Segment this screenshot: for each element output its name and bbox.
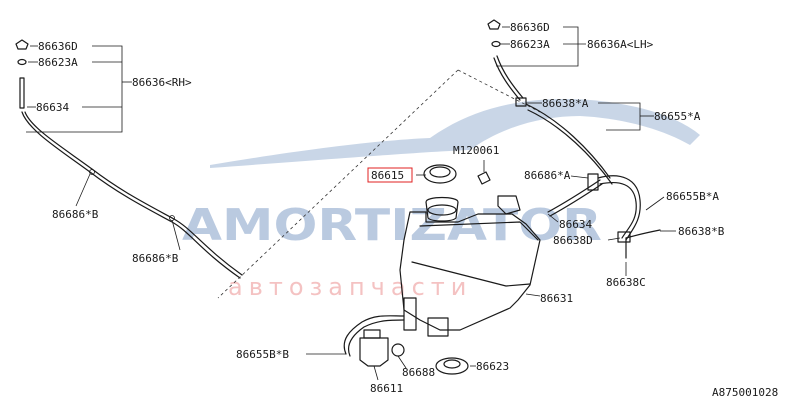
rh-nozzle-cap [15, 39, 29, 50]
watermark-car-silhouette [210, 99, 700, 168]
tank-foot [427, 317, 449, 337]
lh-leaders [496, 26, 654, 131]
rh-hose-long-inner [24, 111, 243, 276]
label-86636a-lh: 86636A<LH> [587, 38, 654, 51]
pump-hose-inner [348, 319, 405, 357]
pump-hose [343, 315, 405, 355]
tank-edge-top [419, 221, 539, 241]
right-leaders [547, 175, 676, 276]
pump-assembly [343, 315, 469, 375]
tank-spout [403, 297, 417, 331]
label-86634-b: 86634 [559, 218, 592, 231]
label-86615: 86615 [371, 169, 404, 182]
lh-nozzle-cap [487, 19, 501, 30]
label-86655a: 86655*A [654, 110, 701, 123]
hose-86638b [625, 229, 661, 239]
grommet-86623-inner [443, 359, 461, 369]
dashed-guide-left [217, 69, 459, 299]
filler-cap [423, 164, 457, 184]
mount-bracket [497, 195, 521, 215]
watermark-brand: AMORTIZATOR [182, 200, 602, 251]
filler-assembly [423, 160, 521, 222]
label-86638b: 86638*B [678, 225, 725, 238]
label-86636d-rh: 86636D [38, 40, 78, 53]
grommet-86688 [391, 343, 405, 357]
label-86688: 86688 [402, 366, 435, 379]
label-86623: 86623 [476, 360, 509, 373]
lh-nozzle-assembly [487, 19, 613, 185]
rh-nozzle-stem [19, 77, 25, 109]
filler-neck [425, 196, 459, 222]
label-86615-highlight [367, 167, 413, 183]
hose-86655ba [597, 175, 641, 241]
filler-neck-rim [427, 204, 457, 216]
part-labels: 86636D 86623A 86636<RH> 86634 86686*B 86… [36, 21, 778, 399]
pump-leaders [306, 174, 476, 381]
lh-hose-lower [525, 103, 611, 179]
lh-hose-lower-inner [527, 109, 613, 185]
label-86631: 86631 [540, 292, 573, 305]
label-86686a: 86686*A [524, 169, 571, 182]
label-86634-rh: 86634 [36, 101, 69, 114]
pump-connector [363, 329, 381, 339]
label-86623a-rh: 86623A [38, 56, 78, 69]
label-86655ba: 86655B*A [666, 190, 719, 203]
rh-leaders [26, 45, 181, 251]
label-86655bb: 86655B*B [236, 348, 289, 361]
label-m120061: M120061 [453, 144, 499, 157]
filler-cap-inner [429, 166, 451, 178]
right-hose-routing [547, 173, 661, 259]
grommet-86623 [435, 357, 469, 375]
watermark: AMORTIZATOR автозапчасти [182, 99, 700, 301]
label-86636d-lh: 86636D [510, 21, 550, 34]
label-86636-rh: 86636<RH> [132, 76, 192, 89]
lh-hose-upper-inner [496, 55, 524, 99]
lh-gasket [491, 40, 501, 48]
washer-tank [399, 211, 541, 337]
watermark-subtitle: автозапчасти [228, 273, 472, 301]
hose-86686a [547, 179, 601, 213]
dashed-guide-top [457, 69, 541, 113]
tank-edge-mid [411, 261, 531, 287]
label-86638d: 86638D [553, 234, 593, 247]
label-86686b-1: 86686*B [52, 208, 99, 221]
label-86638c: 86638C [606, 276, 646, 289]
diagram-id: A875001028 [712, 386, 778, 399]
dashed-guides [217, 69, 541, 299]
lh-joint [515, 97, 527, 107]
label-86611: 86611 [370, 382, 403, 395]
check-valve [587, 173, 599, 191]
rh-hose-long [21, 111, 241, 279]
bolt-m120061 [477, 171, 491, 185]
rh-hose-clip-1 [89, 169, 95, 175]
hose-86655ba-inner [599, 181, 637, 239]
label-86623a-lh: 86623A [510, 38, 550, 51]
rh-nozzle-assembly [15, 39, 243, 279]
pump-body [359, 337, 389, 367]
label-86686b-2: 86686*B [132, 252, 179, 265]
tank-body [399, 211, 541, 331]
rh-gasket [17, 58, 27, 66]
label-86638a: 86638*A [542, 97, 589, 110]
lh-hose-upper [493, 57, 521, 101]
